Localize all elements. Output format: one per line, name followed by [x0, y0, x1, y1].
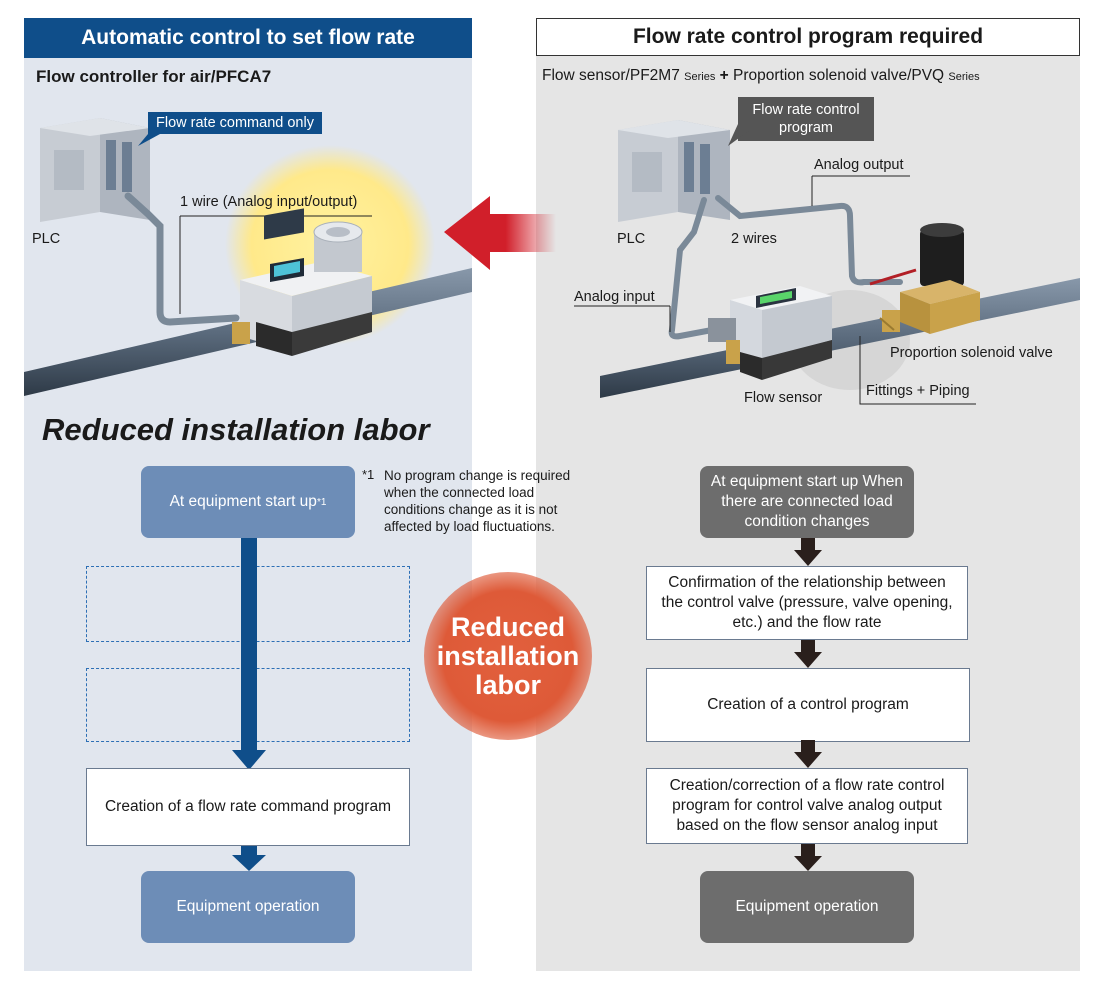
right-operation-box: Equipment operation: [700, 871, 914, 943]
flow-sensor-label: Flow sensor: [744, 390, 823, 406]
solenoid-valve-icon: [882, 223, 980, 334]
transition-arrow: [444, 196, 556, 270]
left-plc-label: PLC: [32, 231, 61, 247]
right-subtitle: Flow sensor/PF2M7 Series + Proportion so…: [542, 67, 980, 84]
footnote-text: No program change is required when the c…: [384, 468, 571, 534]
two-wires-label: 2 wires: [731, 231, 777, 247]
right-cable-input: [668, 197, 715, 340]
left-subtitle: Flow controller for air/PFCA7: [36, 67, 272, 86]
fittings-piping-label: Fittings + Piping: [866, 383, 970, 399]
left-cable: [124, 192, 240, 326]
left-header: Automatic control to set flow rate: [24, 18, 472, 58]
reduced-labor-badge: Reduced installation labor: [424, 572, 592, 740]
left-wire-label: 1 wire (Analog input/output): [180, 194, 358, 210]
analog-input-label: Analog input: [574, 289, 655, 305]
note-marker: *1: [362, 467, 375, 482]
flow-rate-command-callout: Flow rate command only: [148, 112, 322, 134]
right-plc-label: PLC: [617, 231, 646, 247]
solenoid-valve-label: Proportion solenoid valve: [890, 345, 1053, 361]
left-operation-box: Equipment operation: [141, 871, 355, 943]
left-start-box: At equipment start up*1: [141, 466, 355, 538]
reduced-labor-title: Reduced installation labor: [42, 412, 430, 447]
right-cable-output: [715, 195, 903, 286]
right-create-box: Creation of a control program: [646, 668, 970, 742]
right-plc-icon: [618, 120, 730, 222]
flow-controller-icon: [232, 208, 372, 356]
right-header: Flow rate control program required: [536, 18, 1080, 56]
right-confirm-box: Confirmation of the relationship between…: [646, 566, 968, 640]
left-plc-icon: [40, 118, 150, 222]
left-command-box: Creation of a flow rate command program: [86, 768, 410, 846]
analog-output-label: Analog output: [814, 157, 904, 173]
right-start-box: At equipment start up When there are con…: [700, 466, 914, 538]
right-correct-box: Creation/correction of a flow rate contr…: [646, 768, 968, 844]
footnote-ref: *1: [316, 496, 327, 508]
flow-sensor-icon: [708, 286, 832, 380]
flow-rate-program-callout: Flow rate control program: [738, 97, 874, 141]
left-start-text: At equipment start up: [169, 493, 317, 510]
